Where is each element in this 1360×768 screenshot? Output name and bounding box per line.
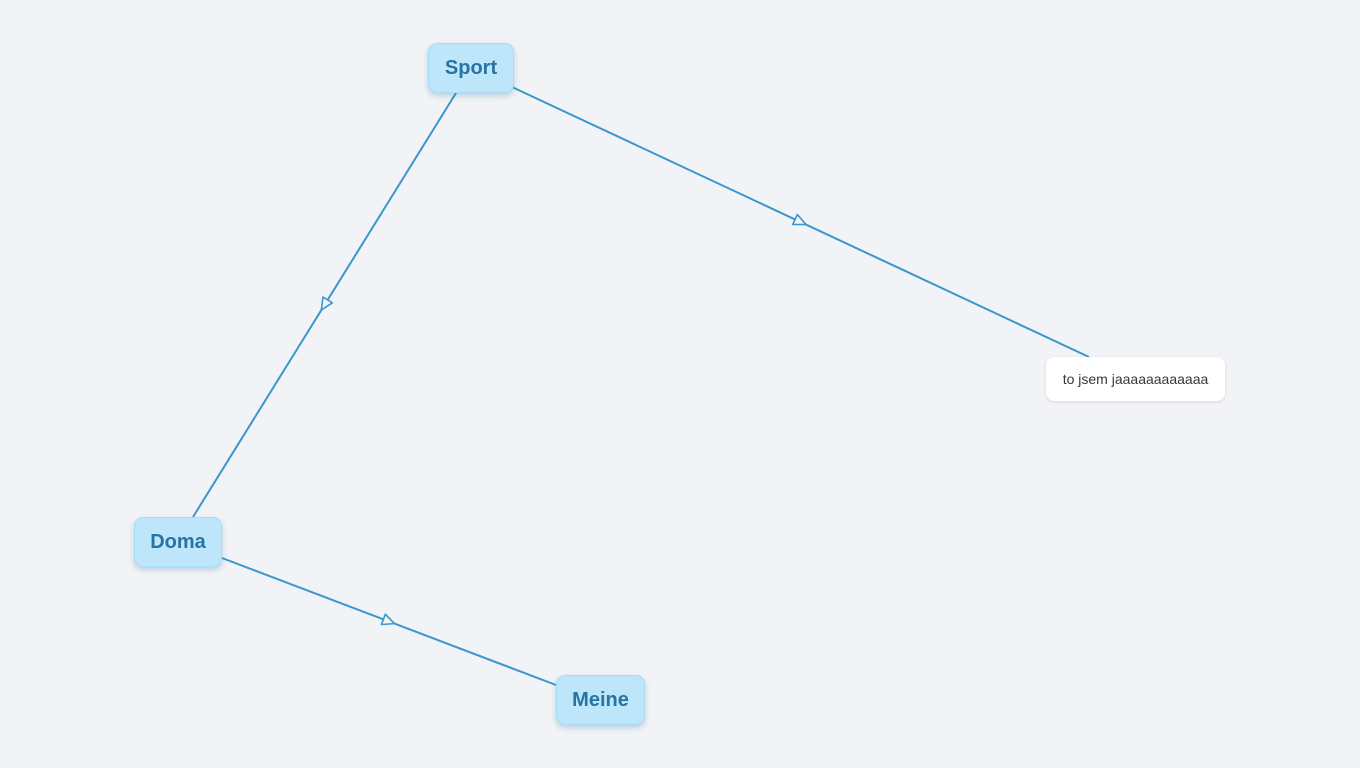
node-note-label: to jsem jaaaaaaaaaaaa xyxy=(1062,371,1209,387)
edge-arrow-doma-meine xyxy=(380,613,396,626)
node-sport[interactable]: Sport xyxy=(428,43,514,93)
node-doma-label: Doma xyxy=(150,530,206,553)
edge-sport-note xyxy=(511,86,1090,358)
edge-doma-meine xyxy=(221,557,557,686)
node-meine-label: Meine xyxy=(572,688,629,711)
node-sport-label: Sport xyxy=(444,56,498,79)
edge-arrow-sport-note xyxy=(791,213,807,226)
edge-sport-doma xyxy=(192,92,457,518)
edge-arrow-sport-doma xyxy=(320,296,334,311)
node-meine[interactable]: Meine xyxy=(556,675,645,725)
node-note[interactable]: to jsem jaaaaaaaaaaaa xyxy=(1046,357,1225,401)
node-doma[interactable]: Doma xyxy=(134,517,222,567)
